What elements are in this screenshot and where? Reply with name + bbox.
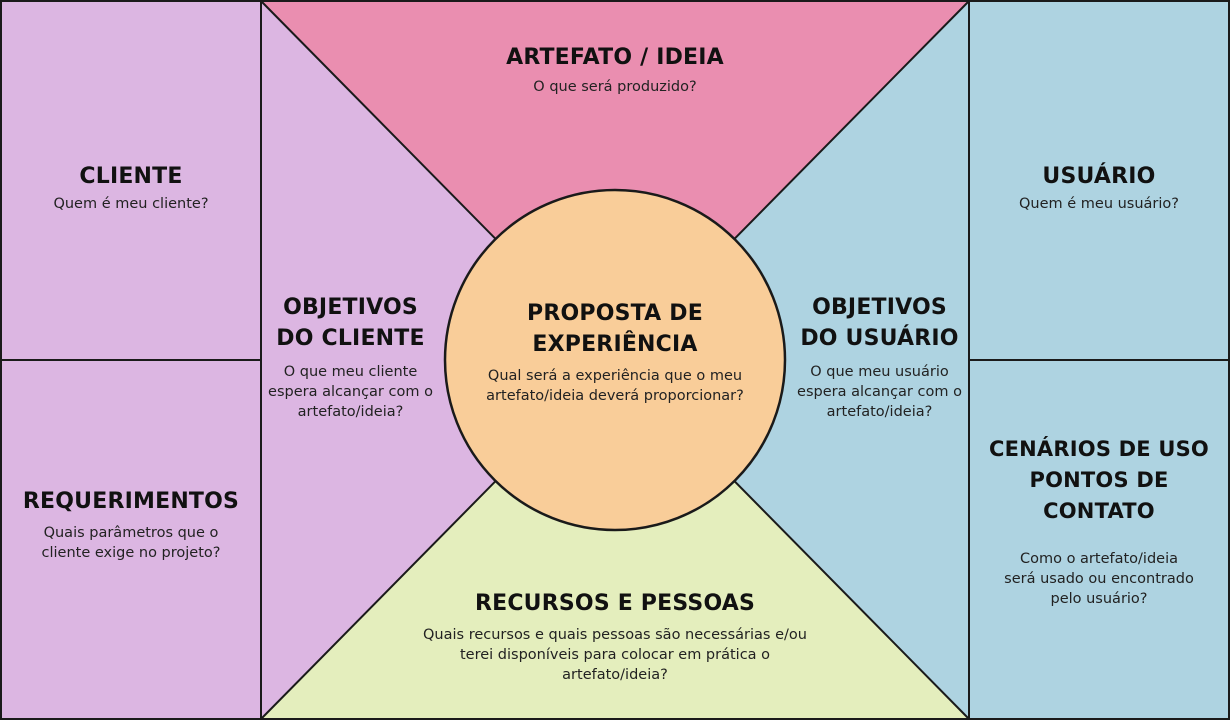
experience-circle [443, 188, 787, 532]
user-goals-block: OBJETIVOS DO USUÁRIO O que meu usuário e… [791, 292, 968, 422]
requirements-block: REQUERIMENTOS Quais parâmetros que o cli… [10, 486, 252, 563]
artifact-triangle [261, 1, 969, 360]
scenarios-desc: Como o artefato/ideia será usado ou enco… [1004, 551, 1194, 607]
user-title: USUÁRIO [1042, 164, 1156, 189]
client-block: CLIENTE Quem é meu cliente? [10, 161, 252, 214]
requirements-panel [1, 360, 261, 719]
resources-block: RECURSOS E PESSOAS Quais recursos e quai… [380, 588, 850, 685]
client-desc: Quem é meu cliente? [53, 196, 209, 212]
artifact-desc: O que será produzido? [533, 79, 697, 95]
user-block: USUÁRIO Quem é meu usuário? [978, 161, 1220, 214]
user-panel [969, 1, 1229, 360]
resources-desc: Quais recursos e quais pessoas são neces… [423, 627, 807, 683]
user-goals-title: OBJETIVOS DO USUÁRIO [800, 295, 959, 351]
experience-block: PROPOSTA DE EXPERIÊNCIA Qual será a expe… [480, 298, 750, 406]
client-panel [1, 1, 261, 360]
client-goals-title: OBJETIVOS DO CLIENTE [276, 295, 425, 351]
scenarios-panel [969, 360, 1229, 719]
experience-title: PROPOSTA DE EXPERIÊNCIA [527, 301, 703, 357]
user-goals-desc: O que meu usuário espera alcançar com o … [797, 364, 962, 420]
scenarios-block: CENÁRIOS DE USO PONTOS DE CONTATO Como o… [973, 434, 1225, 609]
scenarios-title: CENÁRIOS DE USO PONTOS DE CONTATO [989, 437, 1209, 523]
client-title: CLIENTE [79, 164, 183, 189]
requirements-desc: Quais parâmetros que o cliente exige no … [41, 525, 221, 561]
client-goals-block: OBJETIVOS DO CLIENTE O que meu cliente e… [262, 292, 439, 422]
artifact-title: ARTEFATO / IDEIA [506, 45, 724, 70]
requirements-title: REQUERIMENTOS [22, 489, 240, 514]
client-goals-desc: O que meu cliente espera alcançar com o … [268, 364, 433, 420]
artifact-block: ARTEFATO / IDEIA O que será produzido? [400, 42, 830, 97]
resources-title: RECURSOS E PESSOAS [474, 591, 756, 616]
user-desc: Quem é meu usuário? [1018, 196, 1179, 212]
experience-desc: Qual será a experiência que o meu artefa… [486, 368, 744, 404]
resources-triangle [261, 360, 969, 719]
